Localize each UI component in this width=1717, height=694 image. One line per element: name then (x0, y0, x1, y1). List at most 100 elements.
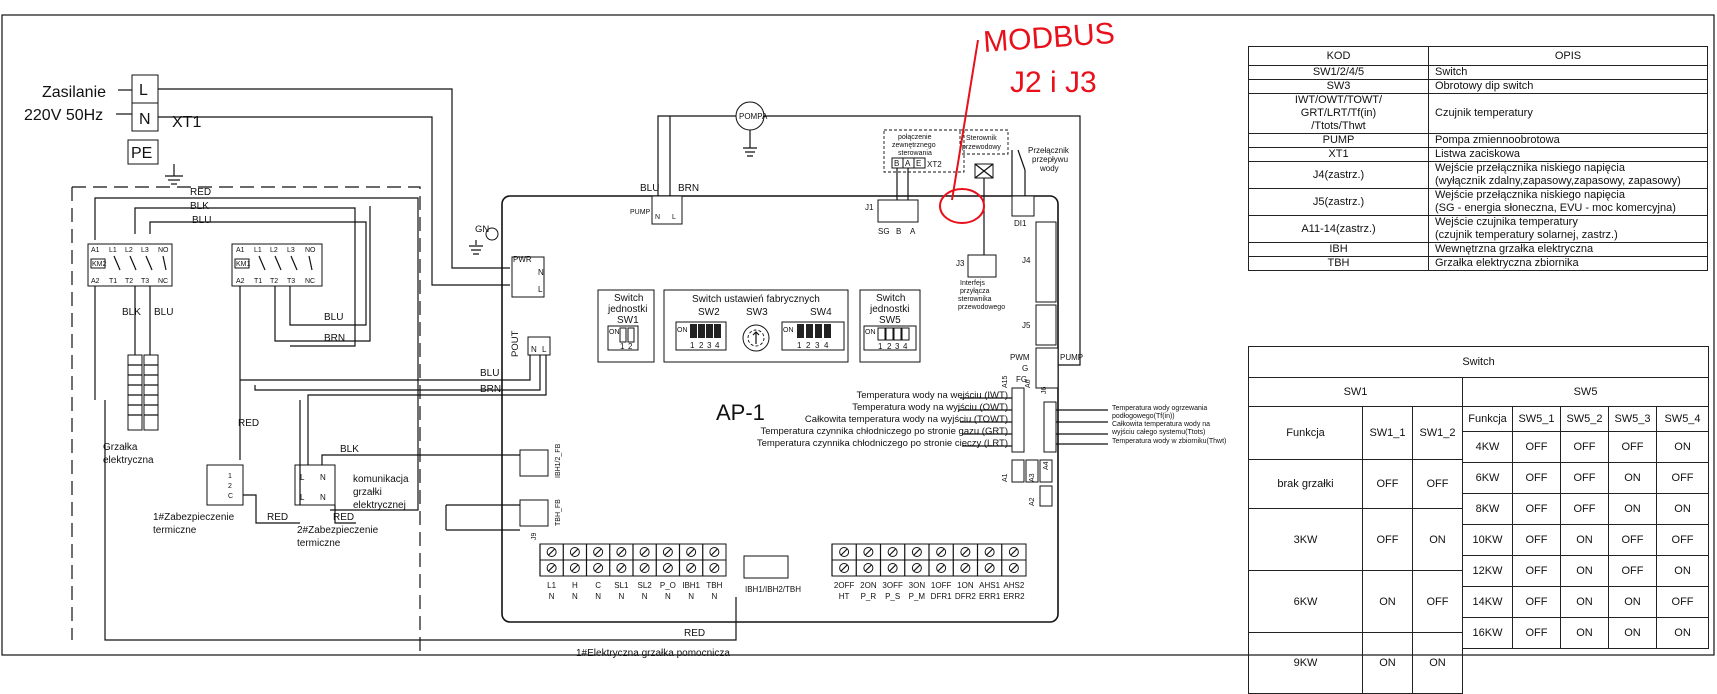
legend-description: Grzałka elektryczna zbiornika (1428, 256, 1708, 271)
sw5-value: OFF (1655, 524, 1710, 556)
switch-col-header: SW5_1 (1512, 406, 1561, 432)
svg-text:Sterownik: Sterownik (966, 135, 997, 142)
svg-text:Całkowita temperatura wody na: Całkowita temperatura wody na (1112, 421, 1210, 428)
svg-text:wyjściu całego systemu(Ttots): wyjściu całego systemu(Ttots) (1111, 429, 1205, 436)
svg-text:FG: FG (1016, 375, 1027, 384)
svg-text:L: L (542, 345, 547, 354)
terminal-n (131, 102, 159, 132)
legend-code: XT1 (1248, 147, 1429, 162)
legend-code: J4(zastrz.) (1248, 161, 1429, 189)
sw1-value: OFF (1412, 570, 1463, 633)
svg-text:T1: T1 (109, 278, 117, 285)
switch-col-header: SW1_1 (1362, 406, 1413, 460)
legend-code: IWT/OWT/TOWT/GRT/LRT/Tf(in)/Ttots/Thwt (1248, 93, 1429, 134)
svg-text:TBH_FB: TBH_FB (555, 499, 562, 526)
pump-connector (651, 195, 683, 225)
svg-text:G: G (1022, 364, 1028, 373)
svg-text:BLU: BLU (480, 368, 499, 379)
svg-text:NO: NO (305, 247, 316, 254)
svg-text:1: 1 (878, 342, 883, 351)
sw1-value: ON (1362, 632, 1413, 694)
legend-description: Switch (1428, 65, 1708, 80)
svg-text:BLK: BLK (340, 444, 359, 455)
wire-blu-top: BLU (192, 215, 211, 226)
legend-code: TBH (1248, 256, 1429, 271)
sw1-function: 6KW (1248, 570, 1363, 633)
svg-text:PWR: PWR (513, 255, 532, 264)
legend-row: J5(zastrz.)Wejście przełącznika niskiego… (1248, 188, 1708, 216)
right-terminal-label-top: 2ON (860, 581, 877, 590)
sw5-value: ON (1560, 617, 1609, 649)
legend-description: Pompa zmiennoobrotowa (1428, 133, 1708, 148)
thermal-protection-2 (294, 464, 336, 506)
svg-text:A: A (905, 159, 911, 168)
legend-code: PUMP (1248, 133, 1429, 148)
svg-text:SW2: SW2 (698, 307, 720, 318)
svg-text:C: C (228, 493, 233, 500)
terminal-pe (127, 139, 159, 165)
legend-description: Wejście czujnika temperatury(czujnik tem… (1428, 215, 1708, 243)
km2-label: KM2 (92, 261, 107, 268)
right-terminal-label-top: AHS2 (1003, 581, 1024, 590)
wire-blk-top: BLK (190, 201, 209, 212)
j9-terminal-label-bottom: N (572, 592, 578, 601)
svg-text:jednostki: jednostki (607, 304, 647, 315)
sw1-value: ON (1362, 570, 1413, 633)
j9-terminal-label-bottom: N (642, 592, 648, 601)
svg-text:T3: T3 (287, 278, 295, 285)
pwr-connector (511, 256, 545, 298)
legend-row: J4(zastrz.)Wejście przełącznika niskiego… (1248, 161, 1708, 189)
svg-text:3: 3 (895, 342, 900, 351)
sw5-value: ON (1608, 462, 1657, 494)
thermal-2-label: 2#Zabezpieczenie (297, 525, 379, 536)
j9-terminal-label-top: C (595, 581, 601, 590)
svg-text:2: 2 (628, 342, 633, 351)
svg-text:Przełącznik: Przełącznik (1028, 146, 1070, 155)
terminal-l-label: L (139, 82, 148, 99)
terminal-pe-label: PE (131, 145, 152, 162)
svg-text:DI1: DI1 (1014, 219, 1027, 228)
xt1-label: XT1 (172, 114, 201, 131)
svg-text:N: N (320, 493, 326, 502)
tbh-fb-connector (519, 499, 549, 527)
switch-col-header: SW5_4 (1655, 406, 1710, 432)
svg-text:4: 4 (903, 342, 908, 351)
pwm-connector (1035, 347, 1059, 389)
svg-text:XT2: XT2 (927, 160, 942, 169)
switch-col-header: SW5_3 (1608, 406, 1657, 432)
svg-text:jednostki: jednostki (869, 304, 909, 315)
j3-connector (967, 254, 997, 278)
svg-text:termiczne: termiczne (297, 538, 341, 549)
sw5-value: ON (1608, 493, 1657, 525)
wired-controller (959, 129, 1009, 155)
thermal-1-label: 1#Zabezpieczenie (153, 512, 235, 523)
j9-terminal-label-bottom: N (688, 592, 694, 601)
sw1-function: 9KW (1248, 632, 1363, 694)
switch-col-header: Funkcja (1462, 406, 1513, 432)
svg-text:A4: A4 (1043, 461, 1050, 470)
annotation-modbus: MODBUS (982, 17, 1116, 59)
sw5-value: ON (1560, 555, 1609, 587)
svg-text:Switch: Switch (876, 293, 905, 304)
svg-text:N: N (655, 214, 660, 221)
svg-text:przewodowy: przewodowy (962, 144, 1001, 151)
sw5-value: OFF (1560, 431, 1609, 463)
svg-text:J9: J9 (531, 533, 538, 541)
handwritten-annotation: MODBUS J2 i J3 (939, 17, 1116, 224)
svg-text:L3: L3 (141, 247, 149, 254)
svg-text:J6: J6 (1041, 387, 1048, 395)
sensor-owt: Temperatura wody na wyjściu (OWT) (852, 402, 1008, 413)
sw5-value: OFF (1512, 586, 1561, 618)
svg-text:T1: T1 (254, 278, 262, 285)
heater-enclosure (71, 186, 421, 655)
svg-text:zewnętrznego: zewnętrznego (892, 142, 936, 149)
sw5-value: OFF (1655, 462, 1710, 494)
j4-connector (1035, 221, 1057, 303)
svg-text:1: 1 (797, 341, 802, 350)
svg-text:BLU: BLU (154, 307, 173, 318)
legend-code: SW3 (1248, 79, 1429, 94)
right-terminal-label-bottom: P_R (861, 592, 877, 601)
svg-text:Switch: Switch (614, 293, 643, 304)
